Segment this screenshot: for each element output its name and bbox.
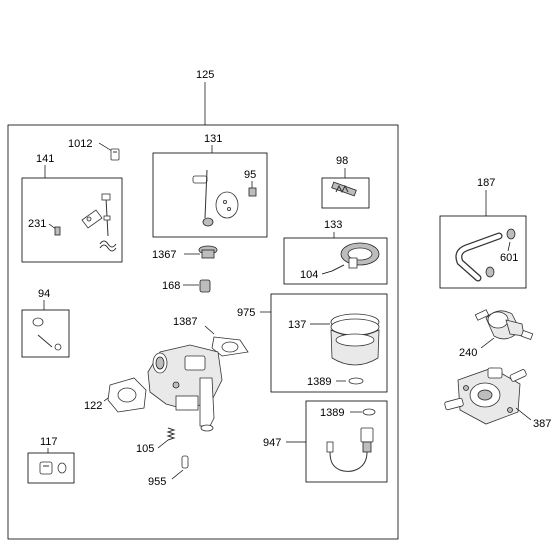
group-117-box	[27, 452, 75, 484]
callout-117: 117	[40, 436, 58, 448]
part-1389-washer-b	[362, 408, 376, 416]
callout-1387: 1387	[173, 316, 197, 328]
part-141-throttle-shaft	[81, 193, 117, 252]
callout-141: 141	[36, 153, 54, 165]
part-95-screw	[248, 187, 257, 197]
part-1012-screw	[110, 148, 120, 161]
callout-122: 122	[84, 400, 102, 412]
part-carburetor-body	[147, 344, 223, 432]
callout-95: 95	[244, 169, 256, 181]
callout-187: 187	[477, 177, 495, 189]
callout-94: 94	[38, 288, 50, 300]
callout-104: 104	[300, 269, 318, 281]
part-1367-jet	[198, 245, 218, 259]
callout-387: 387	[533, 418, 551, 430]
part-601-hose-clamp	[485, 228, 516, 278]
callout-1367: 1367	[152, 249, 176, 261]
part-240-fuel-filter	[474, 309, 534, 341]
part-105-spring	[166, 427, 176, 441]
part-187-fuel-hose	[455, 232, 503, 282]
part-131-choke-shaft	[192, 169, 214, 227]
callout-133: 133	[324, 219, 342, 231]
callout-240: 240	[459, 347, 477, 359]
part-122-gasket	[107, 377, 147, 413]
callout-947: 947	[263, 437, 281, 449]
part-131-choke-plate	[215, 191, 239, 219]
callout-125: 125	[196, 69, 214, 81]
callout-1012: 1012	[68, 138, 92, 150]
part-231-screw	[54, 226, 61, 236]
callout-1389-a: 1389	[307, 376, 331, 388]
part-1387-gasket	[211, 336, 249, 357]
part-387-fuel-pump	[444, 367, 527, 425]
group-94-box	[21, 309, 70, 358]
part-98-idle-screw	[331, 181, 357, 197]
callout-975: 975	[237, 307, 255, 319]
part-168-plug	[199, 279, 211, 293]
group-187-box	[439, 215, 527, 289]
callout-231: 231	[28, 218, 46, 230]
group-975-box	[270, 293, 388, 393]
callout-601: 601	[500, 252, 518, 264]
callout-1389-b: 1389	[320, 407, 344, 419]
part-1389-washer-a	[348, 377, 364, 385]
part-133-clamp-ring	[340, 242, 380, 269]
group-98-box	[321, 177, 370, 209]
group-131-box	[152, 152, 268, 238]
callout-955: 955	[148, 476, 166, 488]
part-94-mixture-screw	[32, 317, 62, 351]
part-955-pin	[181, 455, 189, 469]
callout-168: 168	[162, 280, 180, 292]
group-141-box	[21, 177, 123, 263]
callout-98: 98	[336, 155, 348, 167]
group-947-box	[305, 400, 388, 483]
part-137-float-bowl	[330, 313, 380, 366]
part-117-drain-screw	[39, 461, 67, 475]
part-947-solenoid	[326, 427, 374, 472]
callout-105: 105	[136, 443, 154, 455]
group-133-box	[283, 237, 388, 285]
callout-131: 131	[204, 133, 222, 145]
carburetor-assembly-frame	[7, 124, 399, 540]
callout-137: 137	[288, 319, 306, 331]
